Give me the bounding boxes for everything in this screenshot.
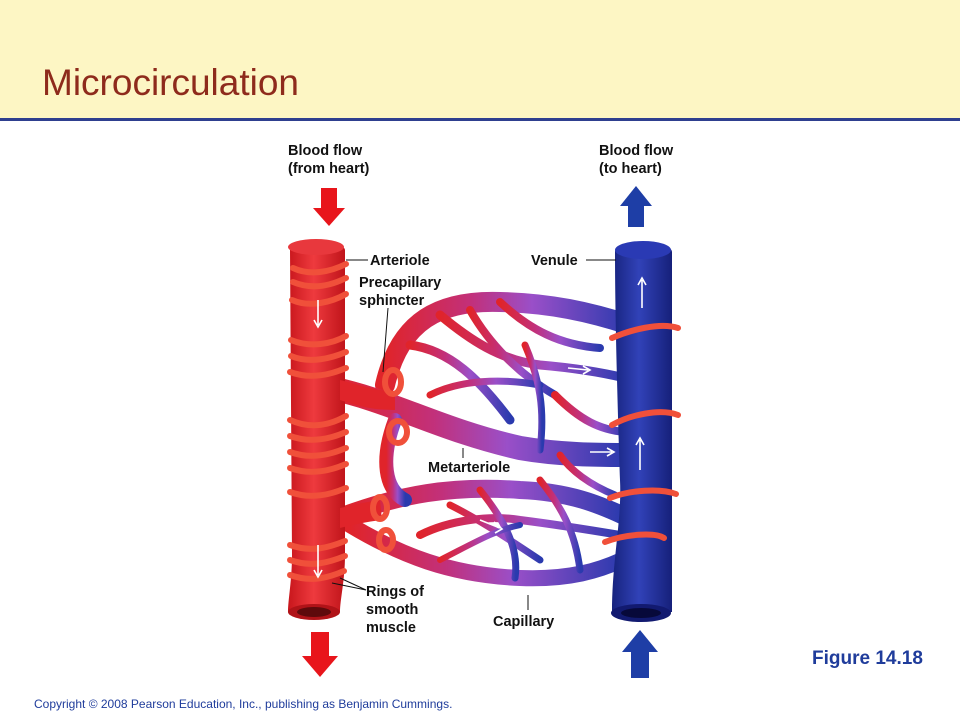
blood-flow-in-arrow (313, 188, 345, 226)
label-arteriole: Arteriole (370, 253, 430, 269)
flow-in-label-line1: Blood flow (288, 143, 363, 159)
page-title: Microcirculation (42, 62, 300, 103)
flow-in-label-line2: (from heart) (288, 161, 370, 177)
label-leader-lines (331, 259, 616, 610)
figure-label: Figure 14.18 (812, 648, 923, 669)
blood-flow-out-arrow-bottom (302, 632, 338, 677)
precapillary-sphincters (370, 367, 410, 553)
label-precapillary-line2: sphincter (359, 293, 425, 309)
flow-out-label-line1: Blood flow (599, 143, 674, 159)
smooth-muscle-rings (287, 261, 349, 582)
label-rings-line2: smooth (366, 602, 418, 618)
label-precapillary-line1: Precapillary (359, 275, 441, 291)
label-venule: Venule (531, 253, 578, 269)
title-band (0, 0, 960, 118)
blood-flow-return-arrow-bottom (622, 630, 658, 678)
copyright-notice: Copyright © 2008 Pearson Education, Inc.… (34, 697, 453, 711)
flow-direction-marks (313, 276, 647, 579)
blood-flow-to-heart-arrow (620, 186, 652, 227)
title-divider (0, 118, 960, 121)
label-capillary: Capillary (493, 614, 554, 630)
label-rings-line1: Rings of (366, 584, 424, 600)
label-rings-line3: muscle (366, 620, 416, 636)
label-metarteriole: Metarteriole (428, 460, 510, 476)
capillary-network (318, 291, 640, 587)
venule-muscle-rings (602, 322, 681, 545)
flow-out-label-line2: (to heart) (599, 161, 662, 177)
